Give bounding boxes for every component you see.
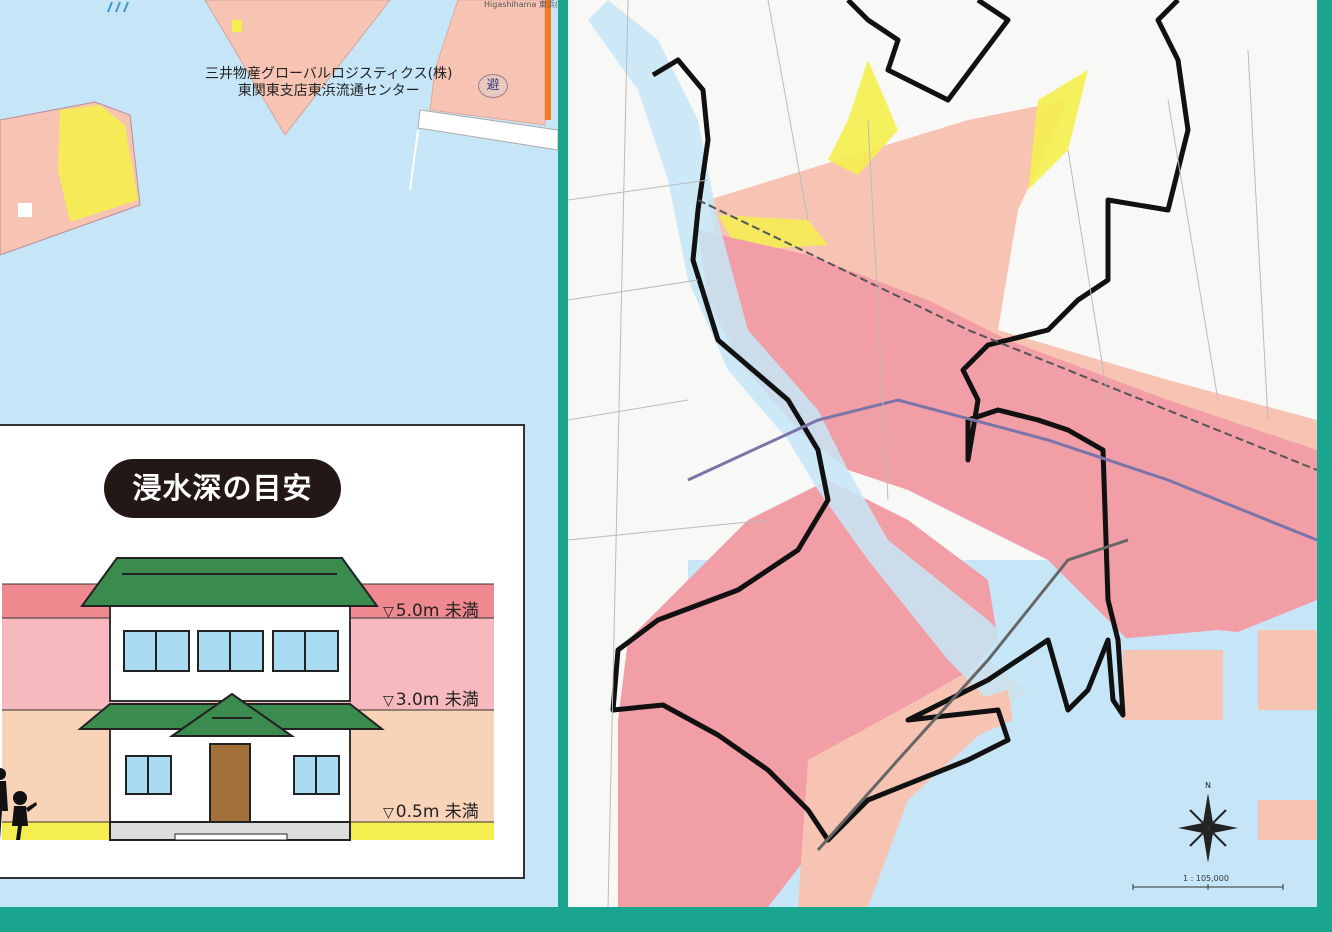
channel-line — [409, 129, 419, 191]
flood-zone-deep — [698, 230, 1317, 640]
landmass-east — [429, 0, 546, 126]
road-network — [568, 0, 1269, 907]
house-door — [209, 743, 251, 823]
upper-windows — [123, 630, 339, 672]
house-top-roof — [80, 557, 379, 607]
river-glyph — [107, 1, 129, 13]
legend-title: 浸水深の目安 — [104, 459, 341, 518]
landmass-peninsula — [204, 0, 391, 136]
depth-label-5m: ▽5.0m 未満 — [383, 601, 479, 621]
area-label: Higashihama 東浜(一) — [484, 0, 558, 9]
white-building — [18, 203, 32, 217]
scale-bar — [1132, 884, 1284, 890]
shallow-patch-1 — [232, 20, 242, 32]
depth-label-05m-text: 0.5m 未満 — [395, 802, 479, 822]
evacuation-site-icon: 避 — [478, 74, 508, 98]
right-map-panel: N — [568, 0, 1317, 907]
facility-label: 三井物産グローバルロジスティクス(株) 東関東支店東浜流通センター — [205, 66, 453, 100]
compass-n: N — [1205, 781, 1211, 790]
depth-label-3m: ▽3.0m 未満 — [383, 690, 479, 710]
lower-windows — [125, 755, 340, 795]
legend-box — [0, 424, 525, 879]
shallow-zone-island — [58, 105, 138, 222]
pier — [417, 109, 558, 151]
city-boundary — [610, 0, 1191, 843]
depth-label-5m-text: 5.0m 未満 — [395, 601, 479, 621]
rail-line — [697, 199, 1317, 471]
left-map-svg — [0, 0, 558, 256]
flood-zone-shallow-edge — [828, 60, 898, 175]
depth-label-05m: ▽0.5m 未満 — [383, 802, 479, 822]
reclaimed-block-1 — [1123, 650, 1223, 720]
depth-label-3m-text: 3.0m 未満 — [395, 690, 479, 710]
facility-label-line1: 三井物産グローバルロジスティクス(株) — [205, 66, 453, 82]
highway — [687, 398, 1317, 542]
people-silhouette — [0, 768, 37, 840]
flood-zone-mid-upper — [708, 100, 1317, 480]
scale-ratio: 1 : 105,000 — [1183, 874, 1229, 883]
legend-illustration — [0, 557, 494, 841]
right-map-svg: N — [568, 0, 1317, 907]
orange-border-strip — [545, 0, 551, 120]
compass-icon: N — [1178, 781, 1238, 863]
facility-label-line2: 東関東支店東浜流通センター — [237, 83, 420, 99]
house-gable — [168, 692, 296, 737]
